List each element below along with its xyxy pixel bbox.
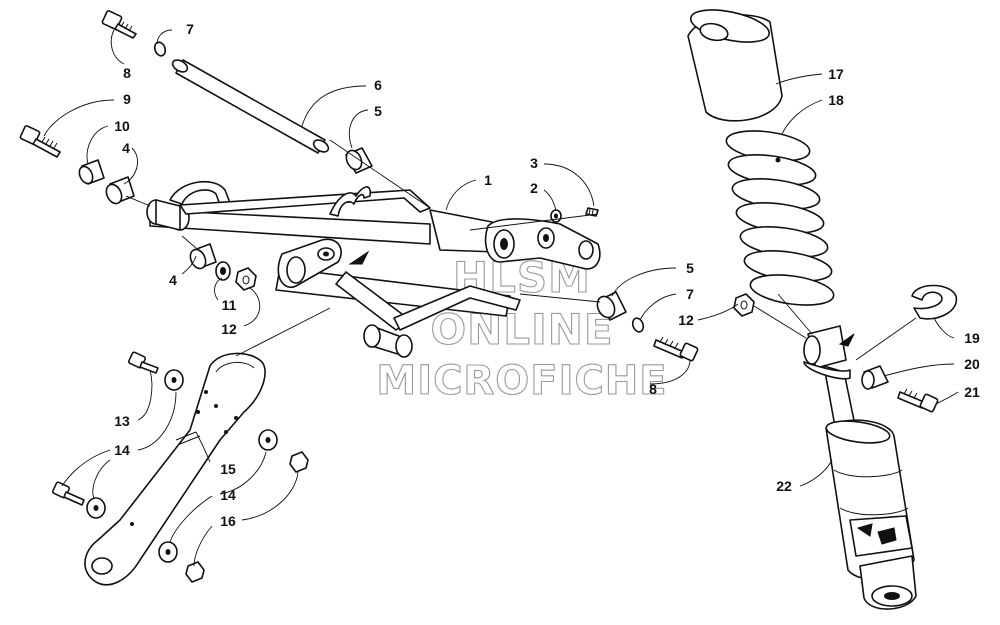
bolt-part-13	[127, 351, 159, 374]
nut-part-16-upper	[289, 451, 309, 473]
watermark-line-2: ONLINE	[430, 305, 613, 354]
bushing-part-4-upper	[105, 176, 135, 205]
limiter-strap-part-15	[84, 352, 266, 586]
bushing-part-5-top	[345, 147, 373, 174]
watermark: HLSM ONLINE MICROFICHE	[376, 252, 667, 404]
bolt-part-8-right	[653, 336, 699, 362]
callout-12-left: 12	[221, 321, 237, 337]
callout-2: 2	[530, 180, 538, 196]
callout-22: 22	[776, 478, 792, 494]
boot-part-17	[687, 9, 783, 122]
callout-7-right: 7	[686, 286, 694, 302]
washer-part-14-bottom	[158, 541, 178, 563]
swing-arm-part-1	[146, 181, 601, 358]
washer-part-14-mid	[258, 429, 278, 451]
watermark-line-3: MICROFICHE	[376, 358, 667, 404]
nut-part-2	[550, 209, 562, 223]
bolt-part-13-lower	[51, 481, 85, 506]
washer-part-14-upper	[164, 369, 184, 391]
nut-part-12-left	[235, 267, 257, 291]
callout-5-right: 5	[686, 260, 694, 276]
callout-4-lower: 4	[169, 272, 177, 288]
washer-part-7	[153, 41, 167, 57]
callout-15: 15	[220, 461, 236, 477]
callout-17: 17	[828, 66, 844, 82]
callout-1: 1	[484, 172, 492, 188]
callout-8-top: 8	[123, 65, 131, 81]
callout-5-top: 5	[374, 103, 382, 119]
callout-labels: 7 8 6 5 9 10 4 1 3 2 4 11 12 5 7 12 8 17…	[114, 21, 980, 529]
callout-12-right: 12	[678, 312, 694, 328]
leader-lines	[43, 29, 959, 567]
bushing-part-4-lower	[189, 243, 217, 270]
spacer-part-10	[78, 159, 105, 185]
callout-11: 11	[222, 297, 237, 313]
nut-part-12-right	[733, 293, 755, 317]
callout-8-right: 8	[649, 381, 657, 397]
bushing-part-5-right	[596, 291, 627, 321]
callout-19: 19	[964, 330, 980, 346]
bolt-part-21	[897, 388, 939, 413]
washer-part-7-right	[631, 317, 645, 333]
bolt-part-8-top	[101, 10, 137, 39]
callout-7-top: 7	[186, 21, 194, 37]
spring-part-18	[725, 130, 835, 306]
callout-21: 21	[964, 384, 980, 400]
callout-13: 13	[114, 413, 130, 429]
spacer-part-20	[861, 365, 889, 390]
callout-20: 20	[964, 356, 980, 372]
retainer-part-19	[911, 284, 958, 320]
callout-6: 6	[374, 77, 382, 93]
bolt-part-9	[19, 125, 61, 158]
callout-3: 3	[530, 155, 538, 171]
callout-4-upper: 4	[122, 140, 130, 156]
callout-14-lower: 14	[220, 487, 236, 503]
callout-18: 18	[828, 92, 844, 108]
washer-part-14-lower	[86, 497, 106, 519]
alignment-arrow-marker	[838, 333, 855, 347]
nut-part-16-lower	[185, 561, 205, 583]
callout-10: 10	[114, 118, 130, 134]
shock-absorber-part-22	[803, 325, 917, 610]
callout-14-upper: 14	[114, 442, 130, 458]
callout-9: 9	[123, 91, 131, 107]
callout-16: 16	[220, 513, 236, 529]
washer-part-11	[215, 261, 231, 281]
shaft-part-6	[171, 59, 330, 154]
